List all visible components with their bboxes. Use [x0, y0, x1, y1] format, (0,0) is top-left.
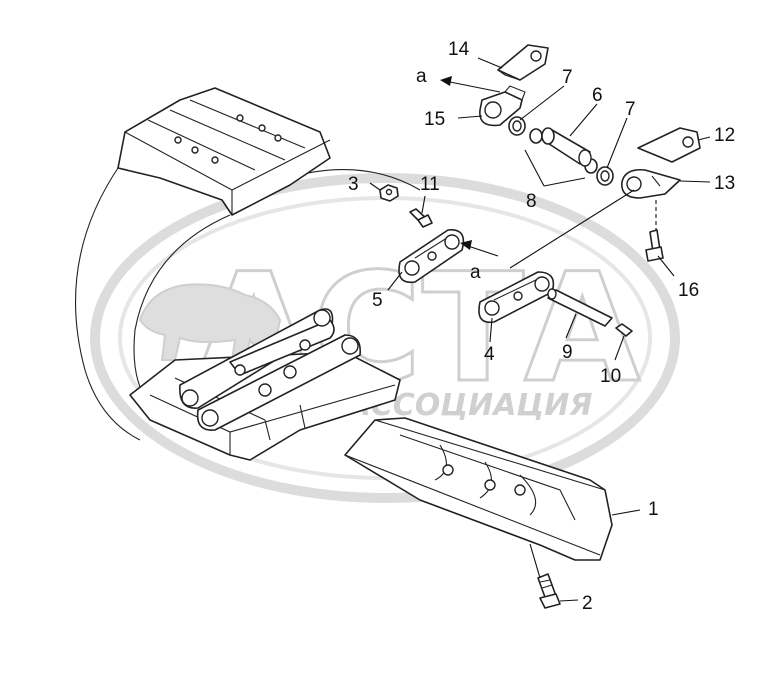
label-8: 8 — [526, 191, 537, 212]
label-9: 9 — [562, 342, 573, 363]
watermark-ellipse-outer — [90, 173, 680, 503]
part-13-link-end — [621, 168, 681, 199]
label-3: 3 — [348, 174, 359, 195]
track-chain-links — [179, 308, 362, 431]
label-5: 5 — [372, 290, 383, 311]
part-9-pin — [547, 288, 613, 327]
part-15-link-end — [479, 85, 526, 127]
label-4: 4 — [484, 344, 495, 365]
label-7b: 7 — [625, 99, 636, 120]
label-1: 1 — [648, 499, 659, 520]
part-8-spacer-a — [529, 128, 543, 144]
part-12-master-link-half — [637, 127, 701, 163]
part-7-ring-a — [508, 116, 526, 136]
label-7a: 7 — [562, 67, 573, 88]
track-chain-assembly — [75, 87, 421, 461]
track-outline-curve-outer — [75, 164, 141, 441]
view-a-arrow-mid — [460, 240, 472, 250]
label-view-a-mid: a — [470, 262, 481, 283]
part-10-small-pin — [615, 323, 633, 337]
track-outline-curve-inner — [133, 214, 231, 406]
part-16-bolt — [645, 229, 664, 262]
part-1-track-shoe — [344, 417, 613, 561]
callout-labels: 1 2 3 4 5 6 7 7 8 9 10 11 12 13 14 15 16… — [348, 39, 735, 614]
label-13: 13 — [714, 173, 735, 194]
part-7-ring-b — [596, 166, 614, 186]
label-15: 15 — [424, 109, 445, 130]
part-2-bolt — [537, 573, 561, 609]
part-11-bolt — [409, 208, 433, 228]
label-14: 14 — [448, 39, 470, 60]
part-6-bushing — [541, 127, 592, 167]
label-12: 12 — [714, 125, 735, 146]
label-10: 10 — [600, 366, 621, 387]
label-view-a-top: a — [416, 66, 427, 87]
track-shoe-top — [117, 87, 331, 216]
part-3-nut — [379, 184, 399, 202]
label-11: 11 — [420, 174, 440, 195]
part-14-master-link-half — [497, 44, 549, 81]
leader-lines — [369, 57, 711, 602]
label-2: 2 — [582, 593, 593, 614]
label-16: 16 — [678, 280, 699, 301]
part-5-link — [398, 229, 465, 284]
view-a-arrow-top — [440, 76, 452, 86]
label-6: 6 — [592, 85, 603, 106]
